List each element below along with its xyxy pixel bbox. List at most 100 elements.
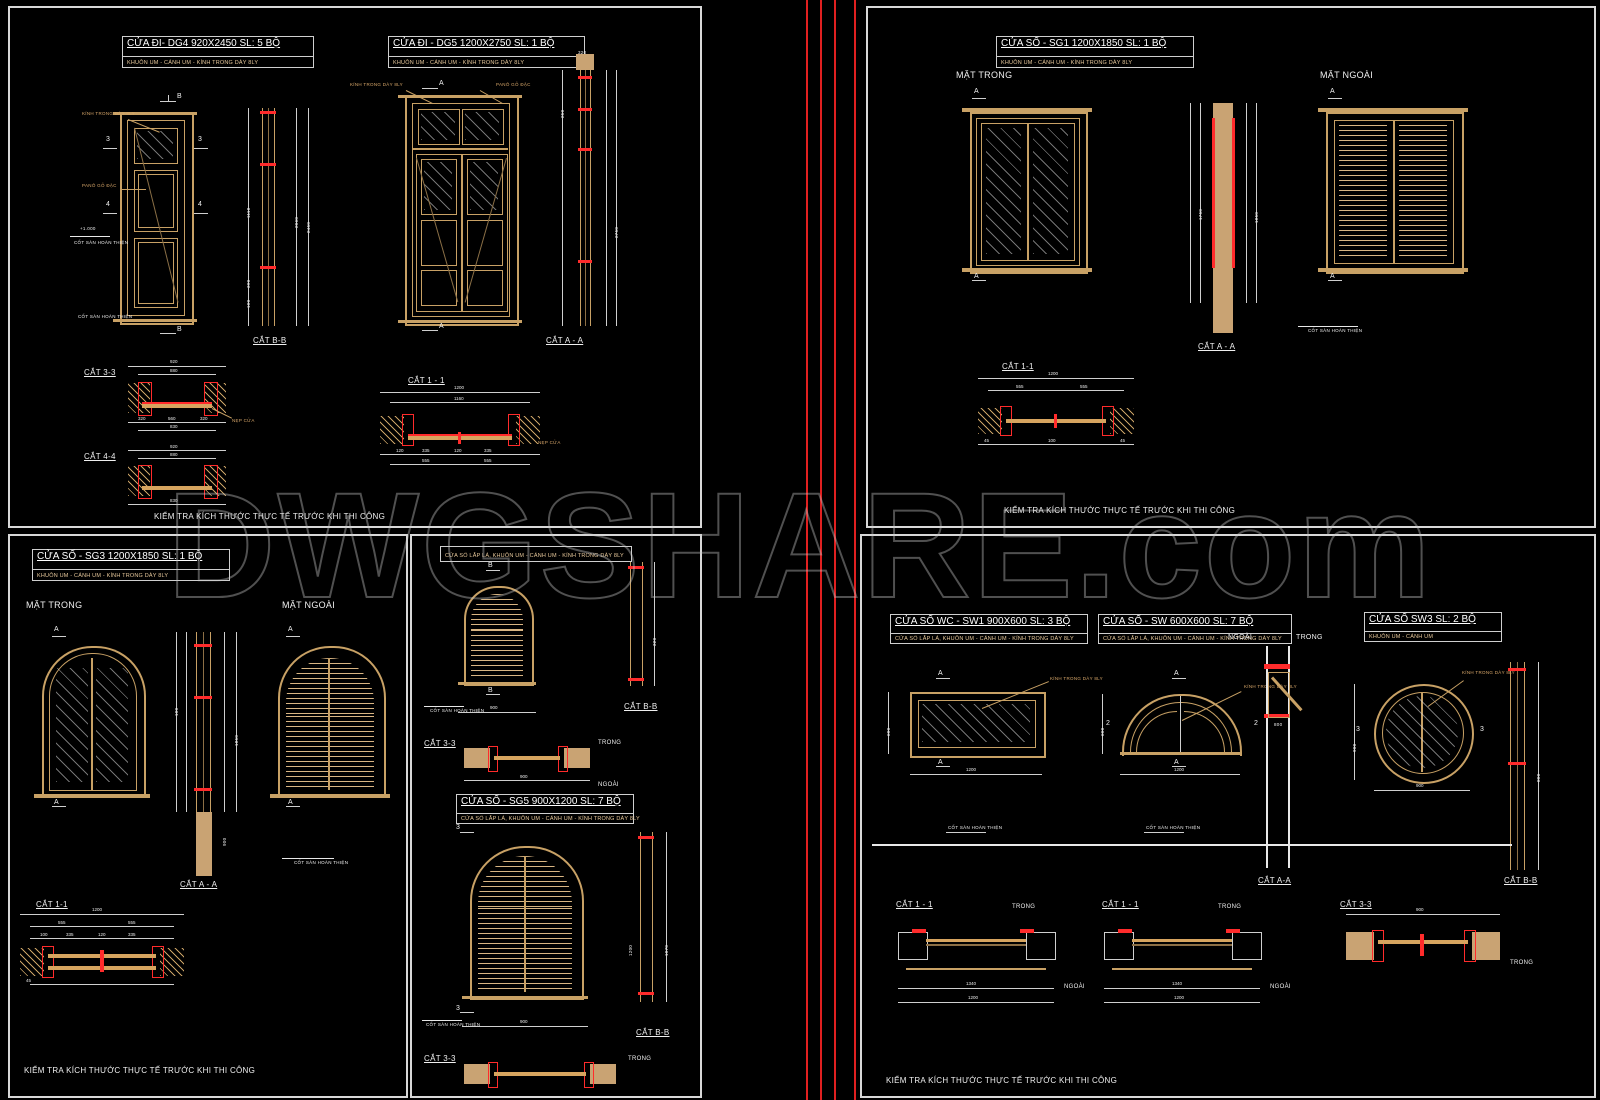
br-c33-mid <box>1420 934 1424 956</box>
sw-mark-a-top <box>1172 678 1186 679</box>
dg5-leaf-l-panel-bot <box>421 270 457 306</box>
sw3-round-outer <box>1374 684 1474 784</box>
sw1-glass <box>922 704 1030 742</box>
sgm-label-trong-2: TRONG <box>628 1056 652 1062</box>
sgm-dim-900: 900 <box>490 705 498 710</box>
sg3-label-cat-aa: CẮT A - A <box>180 880 218 889</box>
sgm-label-ngoai: NGOÀI <box>598 782 619 788</box>
cat11-dim-top2 <box>390 402 530 403</box>
dg5-sec-aa-core <box>585 70 586 326</box>
cat33-leaf-seal <box>142 402 212 404</box>
mark-a-bot-line <box>422 330 438 331</box>
sg3-in-body-i <box>49 714 137 791</box>
dim-2450: 2450 <box>306 221 311 233</box>
dg5-transom-right-glass <box>465 112 499 140</box>
sgm5-label-cat-bb: CẮT B-B <box>636 1028 670 1037</box>
dg4-dim-v3 <box>308 108 309 326</box>
cat11-dim-335b: 335 <box>484 448 492 453</box>
sw1-dim-v <box>888 692 889 754</box>
leader-nep-cua-2: NẸP CỬA <box>538 440 561 445</box>
sgm-body-louv <box>471 630 523 678</box>
sg3-c11-wall-r <box>160 948 184 976</box>
sw1-mark-a2: A <box>938 759 943 766</box>
sgm5-bb-dim <box>666 832 667 1002</box>
title-dg4-main: CỬA ĐI- DG4 920X2450 SL: 5 BỘ <box>127 38 281 49</box>
sg3-wall-below <box>196 812 212 876</box>
sg1-in-sash-r <box>1028 123 1075 261</box>
title-dg5-sub: KHUÔN UM - CÁNH UM - KÍNH TRONG DÀY 8LY <box>393 60 525 66</box>
jamb-cut-right <box>1288 646 1290 868</box>
sg1-label-cat-aa: CẮT A - A <box>1198 342 1236 351</box>
dg5-seal-2 <box>578 108 592 111</box>
leader-label-glass-dg4: KÍNH TRONG DÀY 8LY <box>82 111 135 116</box>
sgm5-dim-1200: 1200 <box>628 944 633 956</box>
sw1-dim-1200: 1200 <box>966 767 977 772</box>
br-c33-dim-900: 900 <box>1416 907 1424 912</box>
sgm5-c33-sash <box>494 1072 586 1076</box>
sg1-wall-lower <box>1213 283 1233 333</box>
dim-250: 250 <box>560 109 565 118</box>
br-c33-frame-r <box>1464 930 1476 962</box>
mark-a-top: A <box>439 80 444 87</box>
mark-4-left-line <box>103 213 117 214</box>
sg1-dim-555b: 555 <box>1080 384 1088 389</box>
dg5-leaf-right <box>462 154 508 312</box>
sgm-body <box>464 628 534 686</box>
sg1-sec-seal-r <box>1232 118 1235 268</box>
sgm5-mark-3-top <box>460 832 474 833</box>
dg4-panel-upper <box>134 170 178 232</box>
sgm5-bb-seal2 <box>638 992 654 995</box>
cat33-dim-320b: 320 <box>200 416 208 421</box>
br-c11b-jamb-r <box>1232 932 1262 960</box>
sg3-dim-335a: 335 <box>66 932 74 937</box>
sg1-in-glass-l <box>986 128 1021 254</box>
title-block-sg1: CỬA SỐ - SG1 1200X1850 SL: 1 BỘ KHUÔN UM… <box>996 36 1194 68</box>
sw3-dim-h <box>1374 790 1470 791</box>
sg3-level-line <box>282 858 334 859</box>
sw1-leader-glass: KÍNH TRONG DÀY 8LY <box>1050 676 1103 681</box>
cat44-frame-right <box>204 465 218 499</box>
ffl-note-1: CỐT SÀN HOÀN THIỆN <box>948 825 1003 830</box>
mark-b-top-tick <box>168 95 169 102</box>
sg3-seal3 <box>194 788 212 791</box>
sg1-out-mark-a-top <box>1328 98 1342 99</box>
sw3-glass <box>1386 696 1458 768</box>
sw1-frame <box>910 692 1046 758</box>
dim-1118: 1118 <box>246 207 251 218</box>
sg3-level-note: CỐT SÀN HOÀN THIỆN <box>294 860 349 865</box>
sgm-bb-dim-txt: 320 <box>652 637 657 646</box>
title-sg3-main: CỬA SỐ - SG3 1200X1850 SL: 1 BỘ <box>37 551 203 562</box>
dg5-leaf-left <box>416 154 462 312</box>
sg1-dim-d <box>1256 103 1257 303</box>
cat33-dim-top <box>128 366 226 367</box>
title-sw1-sub: CỬA SỔ LẮP LÁ, KHUÔN UM - CÁNH UM - KÍNH… <box>895 636 1074 642</box>
dg4-sec-bb-core <box>268 108 269 326</box>
sgm-c33-dim <box>464 780 590 781</box>
dg5-inner-frame <box>412 103 510 317</box>
note-bottom-right: KIỂM TRA KÍCH THƯỚC THỰC TẾ TRƯỚC KHI TH… <box>886 1076 1118 1085</box>
mark-4-right-line <box>194 213 208 214</box>
title-block-sw1: CỬA SỐ WC - SW1 900X600 SL: 3 BỘ CỬA SỔ … <box>890 614 1088 644</box>
title-sw-main: CỬA SỐ - SW 600X600 SL: 7 BỘ <box>1103 616 1254 627</box>
dg5-leaf-r-glass-frame <box>467 159 503 215</box>
sgm-bb-seal2 <box>628 678 644 681</box>
cat11-dim-335a: 335 <box>422 448 430 453</box>
leader-label-panel-dg4: PANÔ GỖ ĐẶC <box>82 183 117 188</box>
sgm-level-1 <box>424 706 464 707</box>
sw1-dim-600: 600 <box>886 727 891 736</box>
label-mat-ngoai-sg3: MẶT NGOÀI <box>282 600 336 610</box>
note-top-left: KIỂM TRA KÍCH THƯỚC THỰC TẾ TRƯỚC KHI TH… <box>154 512 386 521</box>
sw3-jamb-r <box>1524 662 1525 870</box>
label-cat-44: CẮT 4-4 <box>84 452 116 461</box>
br-c11a-ngoai: NGOÀI <box>1064 984 1085 990</box>
sg1-out-frame <box>1326 112 1464 274</box>
sg3-c11-mid <box>100 950 104 972</box>
cat11-frame-left <box>402 414 414 446</box>
cat11-dim-bot <box>380 454 540 455</box>
sg1-c11-dimtop <box>978 378 1134 379</box>
sg3-out-mullion <box>328 658 330 790</box>
sw3-round-inner <box>1382 692 1464 774</box>
sw1-frame-i <box>918 700 1036 748</box>
dg4-panel-upper-in <box>138 174 174 228</box>
dg5-transom-left-glass <box>421 112 455 140</box>
